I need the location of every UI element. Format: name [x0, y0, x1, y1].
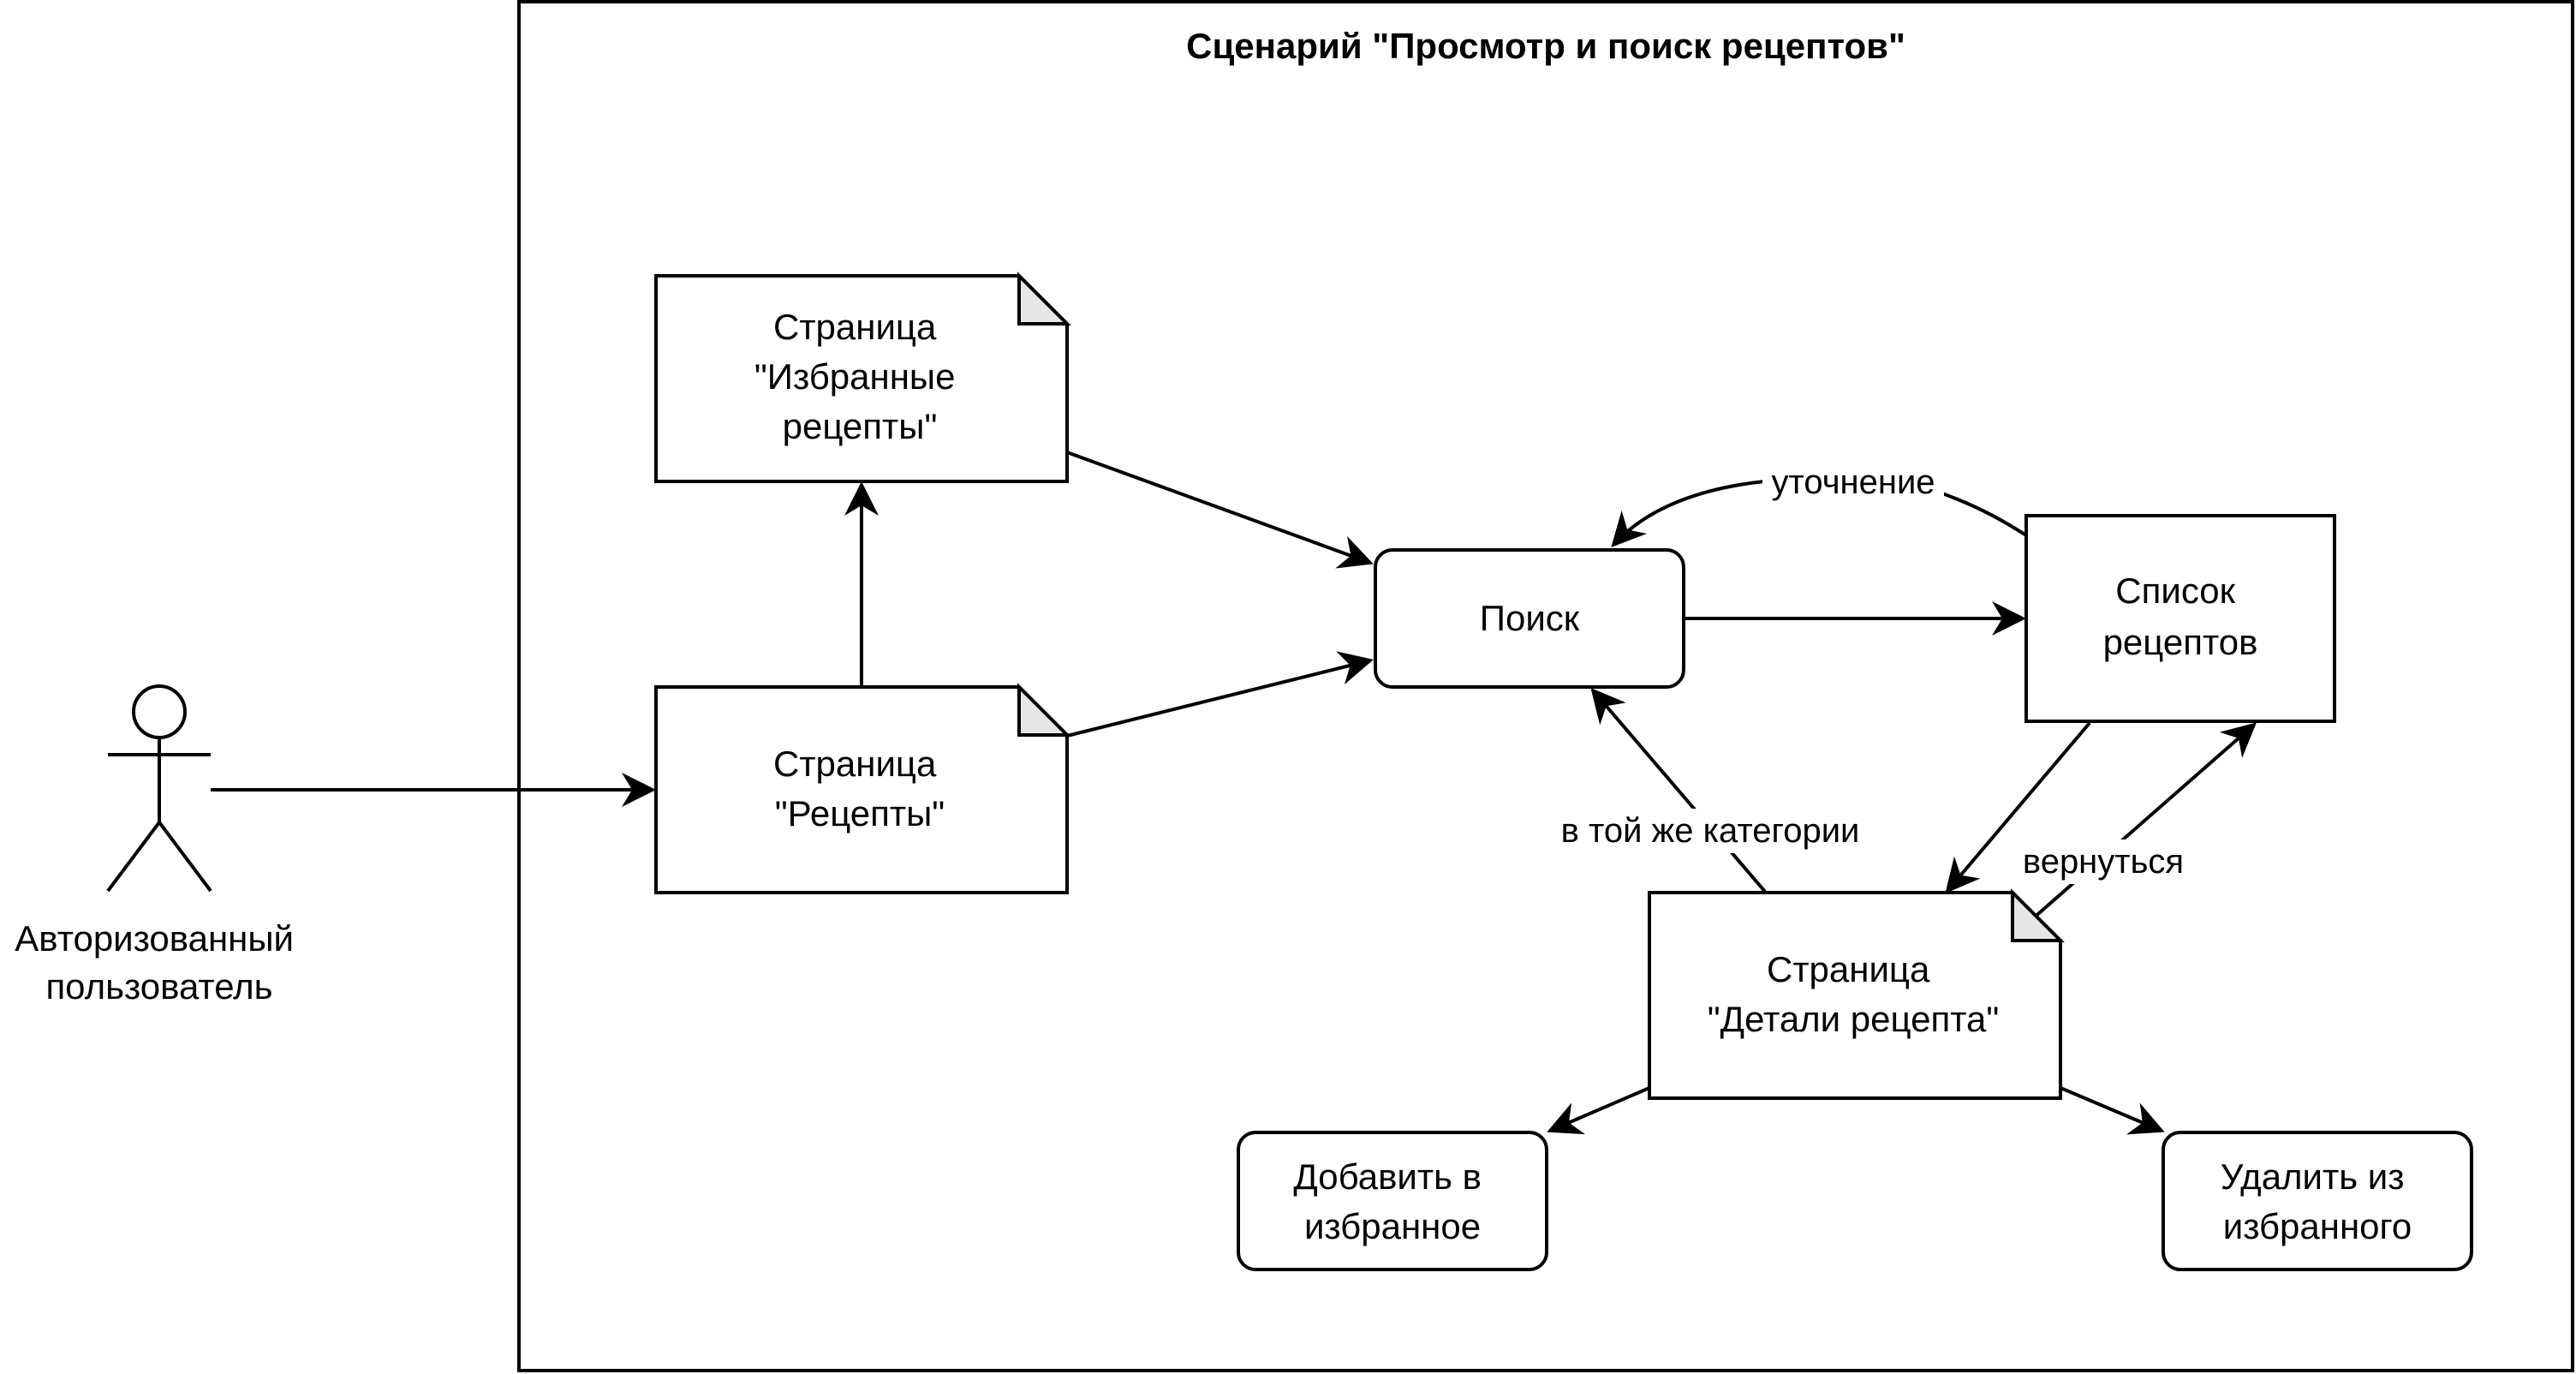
actor-left-leg	[106, 821, 161, 893]
scenario-title: Сценарий "Просмотр и поиск рецептов"	[1186, 26, 1905, 66]
edge-details-to-add	[1547, 1086, 1650, 1135]
edge-details-to-list-back	[2024, 722, 2257, 927]
svg-text:Список рецептов: Список рецептов	[2103, 571, 2258, 662]
actor-right-leg	[158, 821, 212, 893]
note-fold-icon	[2011, 888, 2065, 942]
note-fold-icon	[1017, 683, 1071, 737]
actor: Авторизованный пользователь	[15, 684, 303, 1007]
svg-text:Страница "Детали рецепта: Страница "Детали рецепта"	[1708, 949, 2000, 1039]
edge-recipes-to-search	[1066, 651, 1374, 738]
edge-label-refine: уточнение	[1762, 461, 1944, 504]
node-search: Поиск	[1374, 548, 1685, 689]
actor-head-icon	[132, 684, 187, 739]
edge-list-to-details	[1945, 721, 2091, 894]
edge-label-back: вернуться	[2009, 839, 2197, 884]
svg-text:вернуться: вернуться	[2023, 843, 2184, 881]
svg-text:Страница "Рецепты": Страница "Рецепты"	[773, 744, 946, 833]
node-add-favorite: Добавить в избранное	[1237, 1131, 1548, 1271]
edge-details-to-remove	[2060, 1086, 2165, 1135]
actor-label: Авторизованный пользователь	[15, 918, 303, 1007]
svg-text:Поиск: Поиск	[1480, 598, 1580, 638]
edge-details-to-search-category	[1590, 687, 1768, 894]
node-recipe-list: Список рецептов	[2024, 514, 2336, 723]
edge-favorites-to-search	[1066, 451, 1374, 569]
edge-label-same-category: в той же категории	[1541, 809, 1879, 853]
svg-text:уточнение: уточнение	[1771, 463, 1935, 501]
svg-text:Удалить из избранного: Удалить из избранного	[2221, 1156, 2414, 1246]
svg-text:Страница "Избранные: Страница "Избранные рецепты"	[754, 307, 965, 446]
svg-text:в той же категории: в той же категории	[1561, 812, 1860, 850]
node-details-page: Страница "Детали рецепта"	[1648, 888, 2065, 1100]
scenario-frame	[517, 0, 2574, 1372]
node-favorites-page: Страница "Избранные рецепты"	[654, 272, 1071, 483]
note-fold-icon	[1017, 272, 1071, 326]
node-remove-favorite: Удалить из избранного	[2162, 1131, 2473, 1271]
node-recipes-page: Страница "Рецепты"	[654, 683, 1071, 894]
svg-text:Добавить в избранное: Добавить в избранное	[1293, 1156, 1491, 1246]
edges	[211, 451, 2257, 1135]
